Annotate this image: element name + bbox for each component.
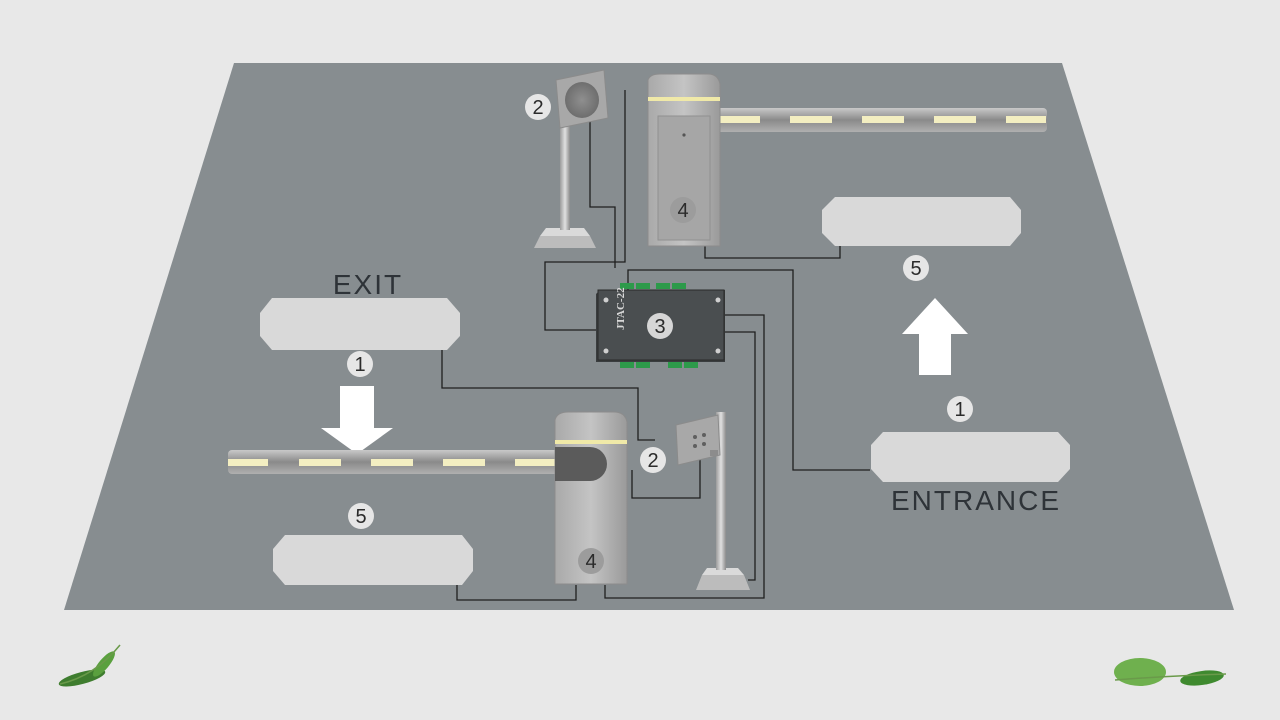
marker-exit-barrier: 4 <box>578 548 604 574</box>
svg-text:2: 2 <box>647 450 658 472</box>
cable-exit-reader <box>631 458 701 499</box>
marker-entrance-reader: 2 <box>525 94 551 120</box>
pad-exit-zone <box>273 535 473 585</box>
marker-exit-zone: 5 <box>348 503 374 529</box>
pad-entrance-loop <box>871 432 1070 482</box>
pad-exit-loop <box>260 298 460 350</box>
cable-barrier-top <box>544 90 626 331</box>
svg-text:5: 5 <box>910 258 921 280</box>
svg-text:4: 4 <box>677 200 688 222</box>
cable-exit-loop <box>441 350 655 441</box>
cable-reader-top <box>589 120 616 268</box>
exit-down-arrow <box>321 386 393 454</box>
cable-entrance-loop <box>627 269 870 471</box>
pad-entrance-zone <box>822 197 1021 246</box>
svg-text:2: 2 <box>532 97 543 119</box>
reader-entrance <box>534 69 609 248</box>
exit-label: EXIT <box>333 269 403 300</box>
marker-entrance-zone: 5 <box>903 255 929 281</box>
controller-model-label: JTAC-22 <box>615 287 627 330</box>
svg-text:5: 5 <box>355 506 366 528</box>
marker-exit-loop: 1 <box>347 351 373 377</box>
cable-controller-right1 <box>604 314 765 599</box>
cable-entrance-zone <box>704 245 841 259</box>
leaf-right-decoration <box>1114 658 1227 686</box>
svg-text:4: 4 <box>585 551 596 573</box>
barrier-exit <box>228 411 628 585</box>
marker-entrance-barrier: 4 <box>670 197 696 223</box>
reader-exit <box>675 412 750 590</box>
cable-controller-right2 <box>725 331 756 581</box>
leaf-left-decoration <box>58 644 121 687</box>
entrance-label: ENTRANCE <box>891 485 1061 516</box>
cables <box>441 90 870 601</box>
entrance-up-arrow <box>902 298 968 375</box>
marker-entrance-loop: 1 <box>947 396 973 422</box>
cable-exit-zone <box>456 585 577 601</box>
marker-exit-reader: 2 <box>640 447 666 473</box>
svg-text:1: 1 <box>954 399 965 421</box>
svg-text:1: 1 <box>354 354 365 376</box>
barrier-entrance <box>647 73 1047 247</box>
svg-text:3: 3 <box>654 316 665 338</box>
marker-controller: 3 <box>647 313 673 339</box>
